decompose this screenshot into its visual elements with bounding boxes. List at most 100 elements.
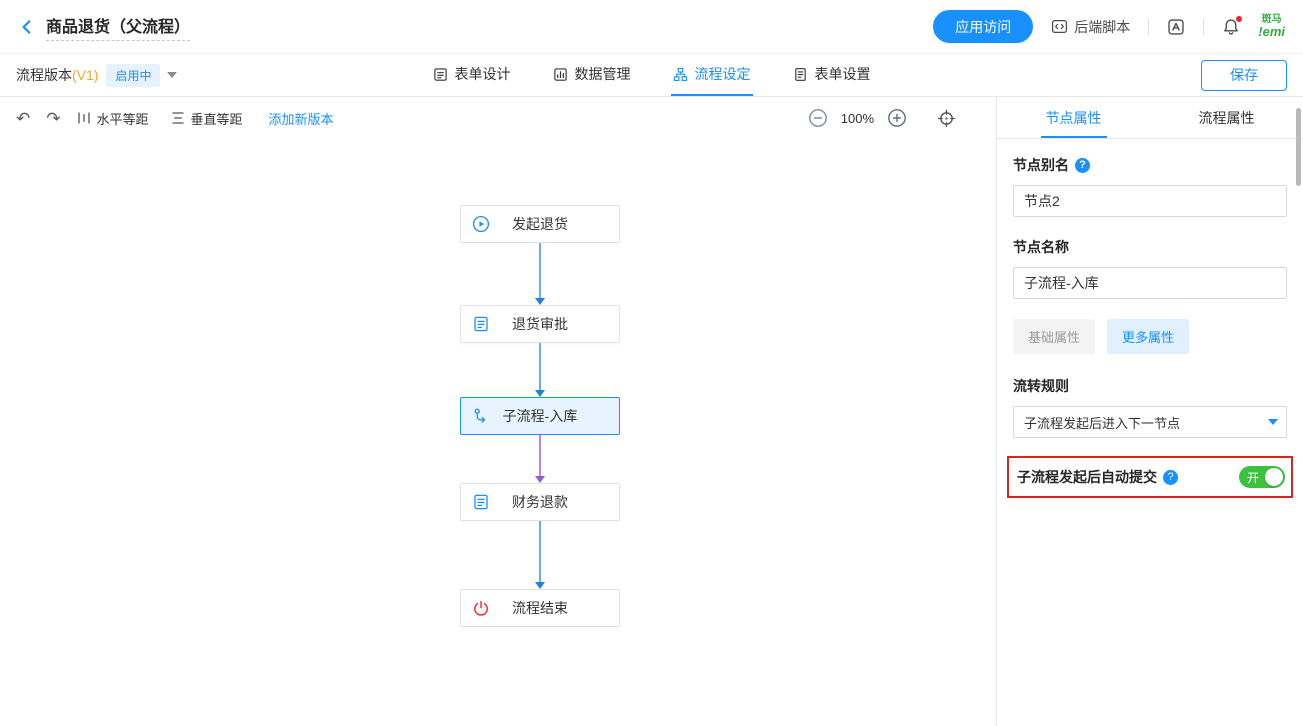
subprocess-icon <box>472 407 490 425</box>
properties-panel: 节点属性 流程属性 节点别名 ? 节点名称 基础属性 更多属性 流转规则 <box>997 97 1303 726</box>
play-icon <box>472 215 490 233</box>
chevron-down-icon <box>1260 419 1286 425</box>
horizontal-equal-button[interactable]: 水平等距 <box>77 109 149 128</box>
field-label-text: 流转规则 <box>1013 378 1069 394</box>
vertical-scrollbar[interactable] <box>1296 100 1302 724</box>
version-label: 流程版本(V1) <box>16 65 98 85</box>
power-icon <box>472 599 490 617</box>
backend-script-button[interactable]: 后端脚本 <box>1051 17 1130 37</box>
brand-logo: 斑马 !emi <box>1258 14 1285 39</box>
tab-process-properties[interactable]: 流程属性 <box>1150 97 1303 138</box>
version-number: (V1) <box>72 67 99 83</box>
locate-center-icon[interactable] <box>937 109 956 128</box>
page-title: 商品退货（父流程） <box>46 13 191 41</box>
form-design-icon <box>433 67 447 81</box>
backend-script-label: 后端脚本 <box>1074 18 1131 35</box>
flow-arrow <box>532 521 548 589</box>
flow-arrow <box>532 435 548 483</box>
node-label: 发起退货 <box>512 216 568 232</box>
save-button[interactable]: 保存 <box>1201 59 1287 91</box>
divider <box>1203 18 1205 35</box>
flow-rule-select[interactable]: 子流程发起后进入下一节点 <box>1013 406 1287 438</box>
panel-tabs: 节点属性 流程属性 <box>997 97 1303 139</box>
node-label: 子流程-入库 <box>502 408 578 424</box>
flow-node-start[interactable]: 发起退货 <box>460 205 620 243</box>
notification-dot <box>1236 15 1243 22</box>
form-settings-icon <box>794 67 806 81</box>
version-label-text: 流程版本 <box>16 67 72 83</box>
add-new-version-link[interactable]: 添加新版本 <box>268 111 334 127</box>
auto-submit-label: 子流程发起后自动提交 <box>1017 469 1157 485</box>
tab-label: 节点属性 <box>1045 109 1102 126</box>
tab-form-settings[interactable]: 表单设置 <box>791 54 873 96</box>
language-icon[interactable] <box>1167 18 1185 36</box>
more-props-button[interactable]: 更多属性 <box>1107 319 1190 354</box>
toggle-on-label: 开 <box>1247 470 1260 485</box>
node-name-label: 节点名称 <box>1013 237 1287 257</box>
node-label: 退货审批 <box>512 316 568 332</box>
tab-node-properties[interactable]: 节点属性 <box>997 97 1150 138</box>
tab-form-design[interactable]: 表单设计 <box>431 54 513 96</box>
form-icon <box>472 315 490 333</box>
node-name-input[interactable] <box>1013 267 1287 299</box>
undo-icon[interactable]: ↶ <box>16 108 31 128</box>
node-alias-label: 节点别名 ? <box>1013 155 1287 175</box>
zoom-in-icon[interactable] <box>887 108 907 128</box>
tab-label: 表单设计 <box>454 66 511 82</box>
data-management-icon <box>553 67 567 81</box>
tab-data-management[interactable]: 数据管理 <box>551 54 633 96</box>
version-bar: 流程版本(V1) 启用中 表单设计 数据管理 流程设定 表单设置 保存 <box>0 54 1303 97</box>
flow-canvas[interactable]: ↶ ↷ 水平等距 垂直等距 添加新版本 100% <box>0 97 997 726</box>
auto-submit-row: 子流程发起后自动提交 ? 开 <box>1007 456 1293 498</box>
horizontal-equal-label: 水平等距 <box>96 111 149 127</box>
top-header: 商品退货（父流程） 应用访问 后端脚本 斑马 !emi <box>0 0 1303 54</box>
status-badge: 启用中 <box>106 63 161 87</box>
flow-node-approval-1[interactable]: 退货审批 <box>460 305 620 343</box>
node-label: 流程结束 <box>512 600 568 616</box>
code-icon <box>1051 18 1068 35</box>
zoom-controls: 100% <box>808 108 907 128</box>
help-icon[interactable]: ? <box>1163 469 1178 485</box>
divider <box>1148 18 1150 35</box>
node-label: 财务退款 <box>512 494 568 510</box>
tab-label: 表单设置 <box>814 66 871 82</box>
toggle-knob <box>1265 468 1283 486</box>
flow-node-end[interactable]: 流程结束 <box>460 589 620 627</box>
redo-icon[interactable]: ↷ <box>46 108 61 128</box>
vertical-equal-label: 垂直等距 <box>190 111 243 127</box>
basic-props-button[interactable]: 基础属性 <box>1013 319 1096 354</box>
vertical-equal-icon <box>171 112 184 124</box>
app-access-button[interactable]: 应用访问 <box>933 10 1034 43</box>
version-dropdown-caret[interactable] <box>167 72 178 78</box>
flow-node-subprocess[interactable]: 子流程-入库 <box>460 397 620 435</box>
main-area: ↶ ↷ 水平等距 垂直等距 添加新版本 100% <box>0 97 1303 726</box>
back-button[interactable] <box>18 18 36 36</box>
zoom-level: 100% <box>840 110 874 126</box>
node-alias-input[interactable] <box>1013 185 1287 217</box>
flow-node-approval-2[interactable]: 财务退款 <box>460 483 620 521</box>
flow-rule-value: 子流程发起后进入下一节点 <box>1024 415 1181 431</box>
field-label-text: 节点名称 <box>1013 239 1069 255</box>
panel-body: 节点别名 ? 节点名称 基础属性 更多属性 流转规则 子流程发起后进入下一节点 <box>997 139 1303 498</box>
scrollbar-thumb[interactable] <box>1296 108 1301 186</box>
main-tabs: 表单设计 数据管理 流程设定 表单设置 <box>431 54 873 96</box>
help-icon[interactable]: ? <box>1075 157 1090 173</box>
form-icon <box>472 493 490 511</box>
tab-label: 数据管理 <box>574 66 631 82</box>
brand-logo-text: !emi <box>1258 23 1285 39</box>
flow-rule-label: 流转规则 <box>1013 376 1287 396</box>
chevron-left-icon <box>22 19 31 34</box>
zoom-out-icon[interactable] <box>808 108 828 128</box>
tab-label: 流程属性 <box>1198 109 1255 126</box>
horizontal-equal-icon <box>77 112 90 124</box>
bell-icon[interactable] <box>1222 15 1243 36</box>
property-group-buttons: 基础属性 更多属性 <box>1013 319 1287 354</box>
tab-flow-setting[interactable]: 流程设定 <box>670 54 753 96</box>
flow-setting-icon <box>673 67 687 81</box>
brand-logo-text: 斑马 <box>1261 13 1282 25</box>
vertical-equal-button[interactable]: 垂直等距 <box>171 109 243 128</box>
flow-arrow <box>532 343 548 397</box>
auto-submit-toggle[interactable]: 开 <box>1239 466 1285 488</box>
canvas-toolbar: ↶ ↷ 水平等距 垂直等距 添加新版本 100% <box>0 97 996 139</box>
field-label-text: 节点别名 <box>1013 157 1069 173</box>
